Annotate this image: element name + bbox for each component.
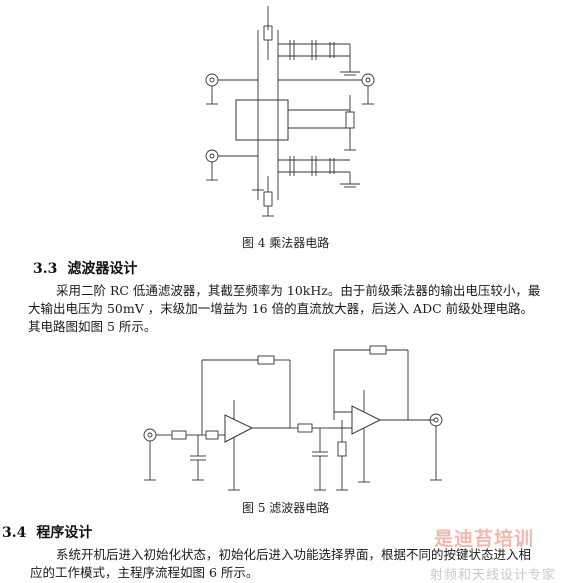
- paragraph-line: 其电路图如图 5 所示。: [28, 319, 157, 334]
- section-3-4-heading: 3.4 程序设计: [2, 522, 92, 542]
- watermark-logo-text: 是迪苔培训: [434, 528, 535, 550]
- filter-schematic: [143, 345, 443, 491]
- section-title: 滤波器设计: [67, 261, 138, 277]
- section-number: 3.4: [2, 525, 27, 541]
- section-3-3-paragraph: 采用二阶 RC 低通滤波器，其截至频率为 10kHz。由于前级乘法器的输出电压较…: [28, 282, 588, 336]
- section-title: 程序设计: [36, 525, 93, 541]
- figure-5-filter-circuit: [130, 340, 450, 496]
- paragraph-line: 采用二阶 RC 低通滤波器，其截至频率为 10kHz。由于前级乘法器的输出电压较…: [56, 283, 541, 298]
- section-number: 3.3: [33, 261, 58, 277]
- section-3-4-paragraph: 系统开机后进入初始化状态，初始化后进入功能选择界面，根据不同的按键状态进入相 应…: [0, 546, 588, 582]
- watermark-tagline: 射频和天线设计专家: [430, 568, 557, 583]
- figure-4-multiplier-circuit: [200, 0, 390, 230]
- multiplier-schematic: [205, 6, 375, 217]
- paragraph-line: 应的工作模式，主程序流程如图 6 所示。: [30, 565, 259, 580]
- figure-5-caption: 图 5 滤波器电路: [242, 501, 330, 515]
- section-3-3-heading: 3.3 滤波器设计: [33, 258, 137, 278]
- paragraph-line: 大输出电压为 50mV ，末级加一增益为 16 倍的直流放大器，后送入 ADC …: [28, 301, 534, 316]
- paragraph-line: 系统开机后进入初始化状态，初始化后进入功能选择界面，根据不同的按键状态进入相: [56, 547, 532, 562]
- figure-4-caption: 图 4 乘法器电路: [242, 236, 330, 250]
